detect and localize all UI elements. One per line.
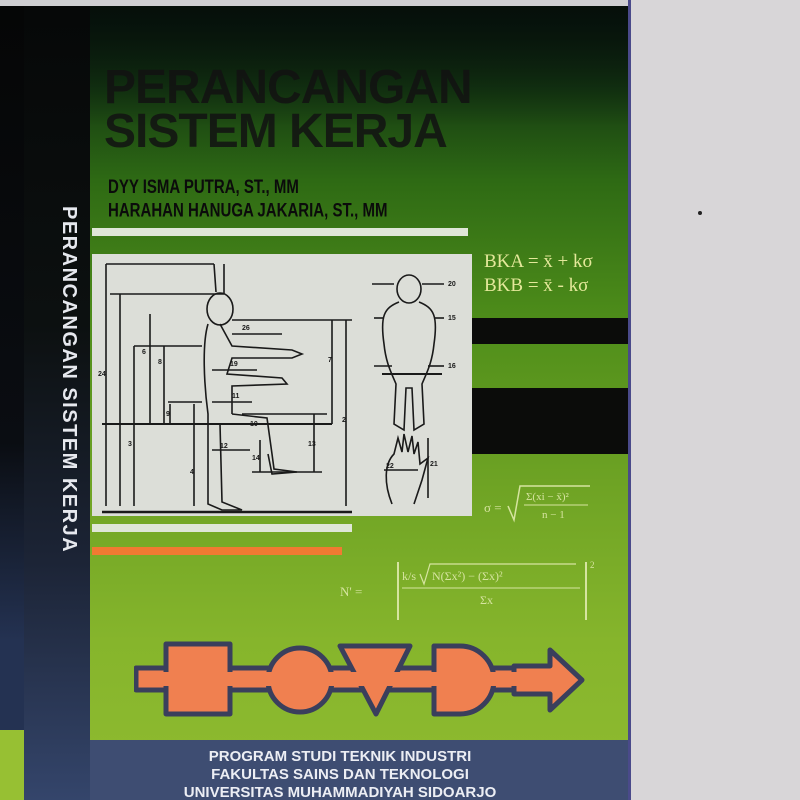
- author-1: DYY ISMA PUTRA, ST., MM: [108, 176, 299, 199]
- svg-text:2: 2: [590, 560, 595, 570]
- control-limit-formulas: BKA = x̄ + kσ BKB = x̄ - kσ: [484, 250, 593, 298]
- background-surface: [628, 0, 800, 800]
- svg-text:24: 24: [98, 371, 106, 378]
- institution-line-1: PROGRAM STUDI TEKNIK INDUSTRI: [208, 748, 472, 765]
- svg-text:N(Σx²) − (Σx)²: N(Σx²) − (Σx)²: [432, 569, 503, 583]
- svg-text:11: 11: [232, 393, 240, 400]
- svg-text:10: 10: [250, 421, 258, 428]
- institution-band: [90, 740, 628, 800]
- anthropometry-figure: 24 6 8 3 9 4 26 19 11 10 12 14 13 7 2 20 15 16 22 21: [92, 254, 472, 516]
- svg-text:20: 20: [448, 281, 456, 288]
- svg-text:Σx: Σx: [480, 593, 493, 607]
- book-cover: PERANCANGAN SISTEM KERJA PERANCANGAN SIS…: [0, 6, 628, 800]
- white-stripe-bottom: [92, 524, 352, 532]
- svg-text:14: 14: [252, 455, 260, 462]
- sample-size-formula: N' = 2 k/s N(Σx²) − (Σx)² Σx: [340, 560, 595, 620]
- cover-edge: [628, 0, 631, 800]
- institution-line-3: UNIVERSITAS MUHAMMADIYAH SIDOARJO: [183, 784, 497, 800]
- svg-text:Σ(xi − x̄)²: Σ(xi − x̄)²: [526, 491, 569, 503]
- svg-text:13: 13: [308, 441, 316, 448]
- white-stripe-top: [92, 228, 468, 236]
- svg-text:2: 2: [342, 417, 346, 424]
- svg-text:8: 8: [158, 359, 162, 366]
- svg-text:21: 21: [430, 461, 438, 468]
- book-spine: PERANCANGAN SISTEM KERJA: [0, 6, 90, 800]
- institution-text: PROGRAM STUDI TEKNIK INDUSTRI FAKULTAS S…: [90, 748, 590, 800]
- svg-text:6: 6: [142, 349, 146, 356]
- sigma-formula: σ = Σ(xi − x̄)² n − 1: [484, 485, 590, 523]
- spine-green-block: [0, 730, 24, 800]
- author-2: HARAHAN HANUGA JAKARIA, ST., MM: [108, 199, 388, 222]
- svg-text:4: 4: [190, 469, 194, 476]
- title-line-2: SISTEM KERJA: [104, 105, 448, 158]
- orange-stripe: [92, 547, 342, 555]
- institution-line-2: FAKULTAS SAINS DAN TEKNOLOGI: [211, 766, 469, 783]
- svg-text:15: 15: [448, 315, 456, 322]
- svg-text:N' =: N' =: [340, 584, 362, 599]
- bka-formula: BKA = x̄ + kσ: [484, 251, 593, 272]
- black-band-1: [472, 318, 628, 344]
- svg-text:12: 12: [220, 443, 228, 450]
- book-title: PERANCANGAN SISTEM KERJA: [104, 61, 473, 158]
- svg-text:7: 7: [328, 357, 332, 364]
- black-band-2: [472, 388, 628, 454]
- spine-edge: [0, 6, 24, 800]
- flow-process-symbols: [134, 641, 585, 717]
- svg-text:26: 26: [242, 325, 250, 332]
- bkb-formula: BKB = x̄ - kσ: [484, 275, 589, 296]
- authors: DYY ISMA PUTRA, ST., MM HARAHAN HANUGA J…: [108, 176, 387, 223]
- top-gradient: [0, 6, 628, 126]
- background-speck: [698, 211, 702, 215]
- svg-text:3: 3: [128, 441, 132, 448]
- svg-text:k/s: k/s: [402, 569, 416, 583]
- svg-text:n − 1: n − 1: [542, 509, 565, 521]
- anthropometry-drawing: 24 6 8 3 9 4 26 19 11 10 12 14 13 7 2 20 15 16 22 21: [98, 263, 456, 514]
- svg-text:22: 22: [386, 463, 394, 470]
- svg-text:9: 9: [166, 411, 170, 418]
- svg-text:16: 16: [448, 363, 456, 370]
- svg-text:σ =: σ =: [484, 500, 502, 515]
- title-line-1: PERANCANGAN: [104, 61, 473, 114]
- spine-title: PERANCANGAN SISTEM KERJA: [58, 206, 80, 554]
- svg-text:19: 19: [230, 361, 238, 368]
